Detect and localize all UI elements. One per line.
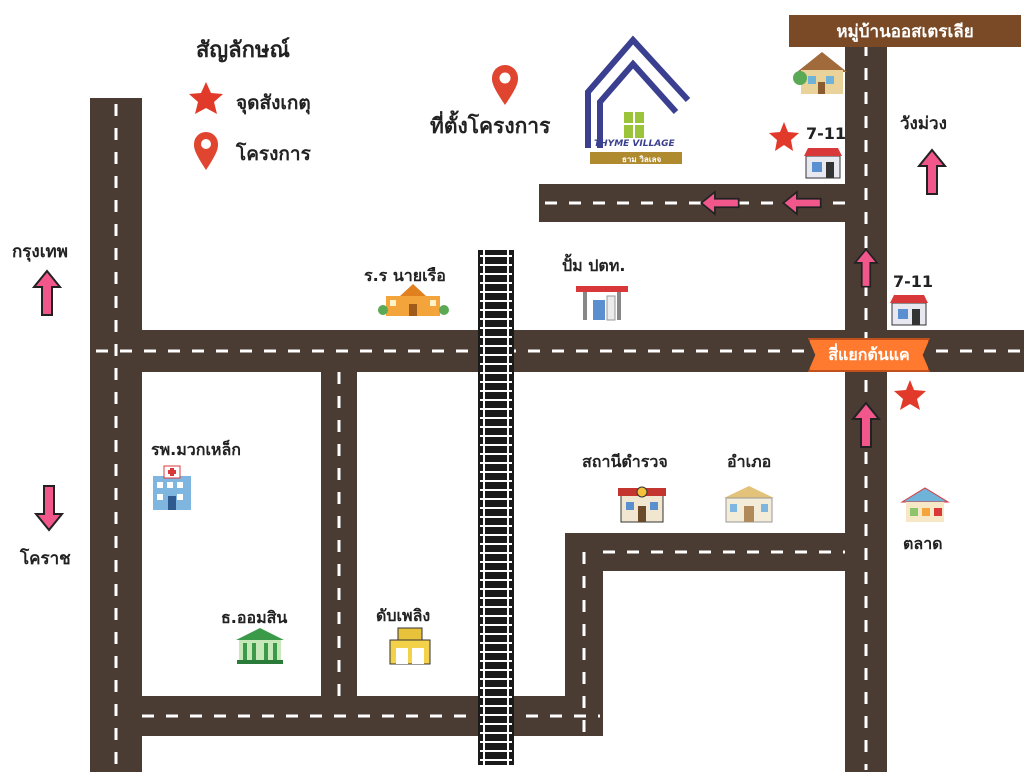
seven-eleven-mid-label: 7-11 bbox=[893, 272, 934, 291]
project-logo-sub: ธาม วิลเลจ bbox=[622, 155, 662, 164]
project-logo bbox=[585, 35, 691, 164]
project-logo-name: THYME VILLAGE bbox=[594, 139, 675, 149]
legend-project-label: โครงการ bbox=[236, 143, 311, 165]
direction-wang-muang: วังม่วง bbox=[900, 114, 947, 134]
gas-station-icon bbox=[576, 286, 628, 321]
school-label: ร.ร นายเรือ bbox=[364, 266, 446, 285]
arrow-down-icon bbox=[35, 485, 63, 531]
star-icon bbox=[769, 122, 799, 151]
government-building-icon bbox=[724, 486, 774, 523]
market-label: ตลาด bbox=[903, 534, 943, 553]
seven-eleven-top-label: 7-11 bbox=[806, 124, 847, 143]
legend-observation-label: จุดสังเกตุ bbox=[236, 92, 311, 114]
bank-label: ธ.ออมสิน bbox=[221, 608, 288, 627]
market-icon bbox=[900, 487, 950, 522]
star-icon bbox=[894, 380, 926, 410]
bank-icon bbox=[236, 628, 284, 664]
fire-station-label: ดับเพลิง bbox=[376, 606, 431, 625]
road-network bbox=[90, 40, 1024, 772]
star-icon bbox=[189, 82, 223, 114]
hospital-label: รพ.มวกเหล็ก bbox=[151, 440, 241, 459]
railway-track bbox=[478, 250, 514, 765]
fire-station-icon bbox=[389, 627, 431, 665]
location-pin-icon bbox=[492, 65, 518, 105]
gas-station-label: ปั้ม ปตท. bbox=[562, 256, 626, 275]
road-west-vertical bbox=[90, 98, 142, 772]
project-location-label: ที่ตั้งโครงการ bbox=[430, 114, 551, 138]
legend-title: สัญลักษณ์ bbox=[196, 38, 290, 63]
arrow-up-icon bbox=[918, 149, 946, 195]
district-office-label: อำเภอ bbox=[727, 452, 772, 471]
arrow-up-icon bbox=[33, 270, 61, 316]
junction-sign: สี่แยกต้นแค bbox=[808, 338, 930, 372]
school-icon bbox=[378, 284, 449, 316]
direction-korat: โคราช bbox=[20, 549, 71, 569]
police-station-icon bbox=[618, 486, 666, 523]
house-icon bbox=[793, 52, 847, 94]
hospital-icon bbox=[153, 465, 191, 510]
police-station-label: สถานีตำรวจ bbox=[582, 452, 668, 471]
store-icon bbox=[804, 148, 842, 179]
store-icon bbox=[890, 295, 928, 326]
location-pin-icon bbox=[194, 132, 218, 170]
direction-bangkok: กรุงเทพ bbox=[12, 242, 68, 262]
village-sign: หมู่บ้านออสเตรเลีย bbox=[789, 15, 1021, 47]
